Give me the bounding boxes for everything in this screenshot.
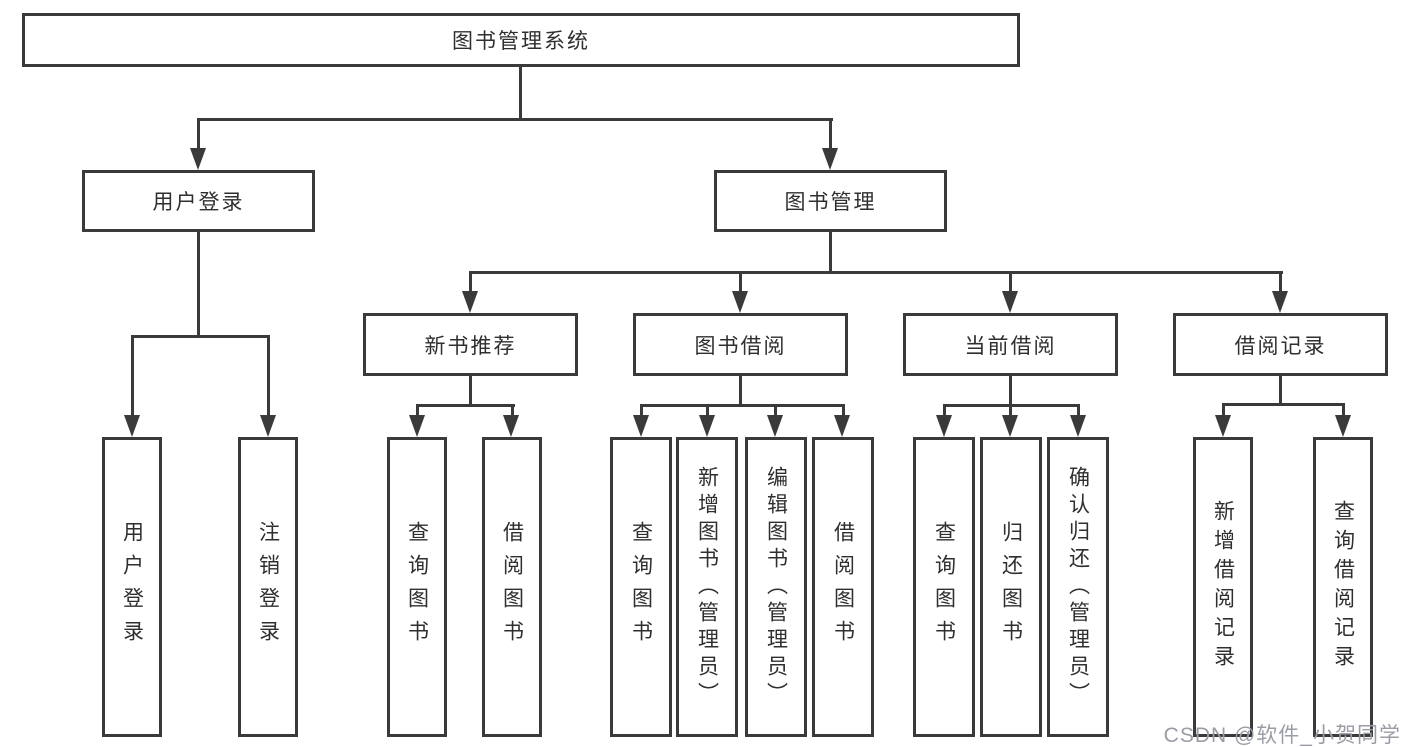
- leaf-label: 用户登录: [120, 521, 144, 653]
- leaf-query-books-recommend: 查询图书: [387, 437, 447, 737]
- arrowhead-down: [767, 415, 783, 437]
- leaf-query-books-current: 查询图书: [913, 437, 975, 737]
- leaf-add-books-admin: 新增图书（管理员）: [676, 437, 738, 737]
- leaf-label: 借阅图书: [831, 521, 855, 653]
- connector-line: [1279, 376, 1282, 406]
- connector-line: [469, 376, 472, 407]
- leaf-label: 注销登录: [256, 521, 280, 653]
- connector-line: [197, 118, 200, 150]
- connector-line: [197, 232, 200, 337]
- arrowhead-down: [1002, 291, 1018, 313]
- node-user-login: 用户登录: [82, 170, 315, 232]
- connector-line: [1342, 403, 1345, 417]
- node-new-book-recommend: 新书推荐: [363, 313, 578, 376]
- connector-line: [416, 404, 419, 417]
- connector-line: [640, 404, 643, 417]
- connector-line: [197, 118, 833, 121]
- connector-line: [739, 271, 742, 293]
- connector-line: [1009, 376, 1012, 407]
- node-label: 图书借阅: [694, 334, 787, 358]
- connector-line: [943, 404, 946, 417]
- node-book-borrowing: 图书借阅: [633, 313, 848, 376]
- leaf-label: 查询图书: [405, 521, 429, 653]
- arrowhead-down: [124, 415, 140, 437]
- connector-line: [469, 271, 1283, 274]
- leaf-query-borrow-record: 查询借阅记录: [1313, 437, 1373, 737]
- arrowhead-down: [633, 415, 649, 437]
- arrowhead-down: [834, 415, 850, 437]
- arrowhead-down: [1272, 291, 1288, 313]
- leaf-label: 新增图书（管理员）: [695, 465, 719, 709]
- leaf-label: 查询借阅记录: [1331, 500, 1355, 674]
- connector-line: [131, 335, 134, 417]
- watermark: CSDN @软件_小贺同学: [1163, 724, 1401, 747]
- leaf-logout: 注销登录: [238, 437, 298, 737]
- node-label: 图书管理: [784, 191, 877, 214]
- leaf-return-books: 归还图书: [980, 437, 1042, 737]
- arrowhead-down: [462, 291, 478, 313]
- arrowhead-down: [1335, 415, 1351, 437]
- connector-line: [829, 232, 832, 274]
- arrowhead-down: [936, 415, 952, 437]
- leaf-label: 归还图书: [999, 521, 1023, 653]
- connector-line: [1009, 404, 1012, 417]
- arrowhead-down: [409, 415, 425, 437]
- arrowhead-down: [503, 415, 519, 437]
- leaf-query-books-borrow: 查询图书: [610, 437, 672, 737]
- leaf-label: 借阅图书: [500, 521, 524, 653]
- leaf-borrow-books: 借阅图书: [812, 437, 874, 737]
- leaf-label: 新增借阅记录: [1211, 500, 1235, 674]
- node-label: 当前借阅: [964, 334, 1057, 358]
- leaf-confirm-return-admin: 确认归还（管理员）: [1047, 437, 1109, 737]
- connector-line: [511, 404, 514, 417]
- leaf-label: 编辑图书（管理员）: [764, 465, 788, 709]
- arrowhead-down: [699, 415, 715, 437]
- node-label: 用户登录: [152, 191, 245, 214]
- arrowhead-down: [732, 291, 748, 313]
- connector-line: [416, 404, 515, 407]
- connector-line: [1279, 271, 1282, 293]
- leaf-edit-books-admin: 编辑图书（管理员）: [745, 437, 807, 737]
- connector-line: [706, 404, 709, 417]
- connector-line: [640, 404, 845, 407]
- node-label: 图书管理系统: [452, 30, 590, 53]
- connector-line: [1222, 403, 1225, 417]
- arrowhead-down: [260, 415, 276, 437]
- arrowhead-down: [1070, 415, 1086, 437]
- node-book-management: 图书管理: [714, 170, 947, 232]
- arrowhead-down: [190, 148, 206, 170]
- leaf-label: 查询图书: [629, 521, 653, 653]
- connector-line: [131, 335, 270, 338]
- connector-line: [774, 404, 777, 417]
- node-current-borrowing: 当前借阅: [903, 313, 1118, 376]
- node-label: 借阅记录: [1234, 334, 1327, 358]
- connector-line: [739, 376, 742, 407]
- leaf-label: 查询图书: [932, 521, 956, 653]
- arrowhead-down: [1002, 415, 1018, 437]
- connector-line: [469, 271, 472, 293]
- node-library-management-system: 图书管理系统: [22, 13, 1020, 67]
- connector-line: [519, 67, 522, 120]
- arrowhead-down: [822, 148, 838, 170]
- leaf-user-login: 用户登录: [102, 437, 162, 737]
- leaf-add-borrow-record: 新增借阅记录: [1193, 437, 1253, 737]
- connector-line: [1222, 403, 1345, 406]
- connector-line: [267, 335, 270, 417]
- arrowhead-down: [1215, 415, 1231, 437]
- connector-line: [829, 118, 832, 150]
- leaf-borrow-books-recommend: 借阅图书: [482, 437, 542, 737]
- connector-line: [1009, 271, 1012, 293]
- leaf-label: 确认归还（管理员）: [1066, 465, 1090, 709]
- connector-line: [1077, 404, 1080, 417]
- node-label: 新书推荐: [424, 334, 517, 358]
- node-borrow-records: 借阅记录: [1173, 313, 1388, 376]
- connector-line: [842, 404, 845, 417]
